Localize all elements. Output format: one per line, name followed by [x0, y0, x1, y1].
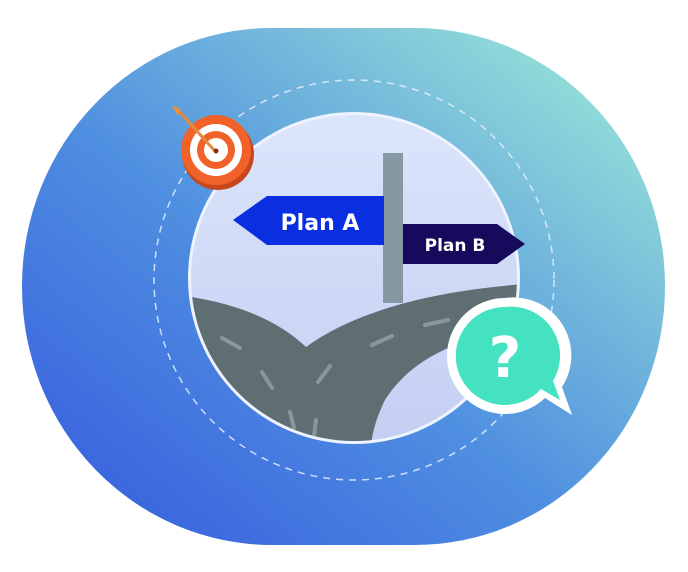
sign-plan-a-label: Plan A [281, 211, 360, 236]
sign-plan-b-label: Plan B [425, 236, 486, 256]
sign-plan-b: Plan B [403, 224, 525, 264]
sign-plan-a: Plan A [233, 196, 384, 245]
target-icon [172, 106, 254, 190]
road-markings [220, 318, 450, 438]
question-mark: ? [489, 326, 521, 391]
signpost-icon [383, 153, 403, 303]
dashed-orbit [153, 79, 555, 481]
question-bubble-icon: ? [447, 297, 572, 415]
